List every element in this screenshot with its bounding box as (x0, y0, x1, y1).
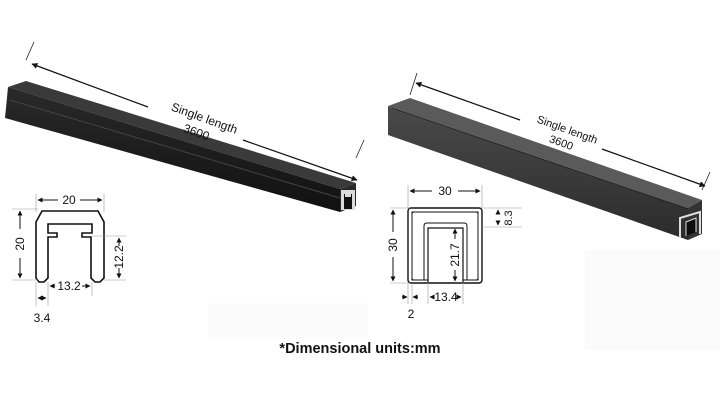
cross-section-20 (12, 194, 126, 306)
profile-30-bar (388, 98, 702, 240)
dim-slot-depth-12-2: 12.2 (112, 245, 126, 269)
dim-width-20: 20 (62, 193, 76, 207)
dim-slot-depth-21-7: 21.7 (448, 243, 462, 267)
dim-wall-3-4: 3.4 (34, 311, 51, 325)
background-panel (585, 250, 720, 350)
dim-top-thickness-8-3: 8.3 (503, 210, 515, 225)
dim-height-30: 30 (386, 238, 400, 252)
dim-height-20: 20 (13, 237, 27, 251)
profile-20-bar (5, 81, 356, 212)
background-panel (208, 303, 368, 339)
cross-section-30 (390, 185, 522, 304)
units-footnote: *Dimensional units:mm (279, 341, 441, 357)
dim-width-30: 30 (438, 184, 452, 198)
dim-wall-2: 2 (408, 307, 415, 321)
dim-slot-width-13-2: 13.2 (57, 279, 81, 293)
dim-slot-width-13-4: 13.4 (434, 290, 458, 304)
